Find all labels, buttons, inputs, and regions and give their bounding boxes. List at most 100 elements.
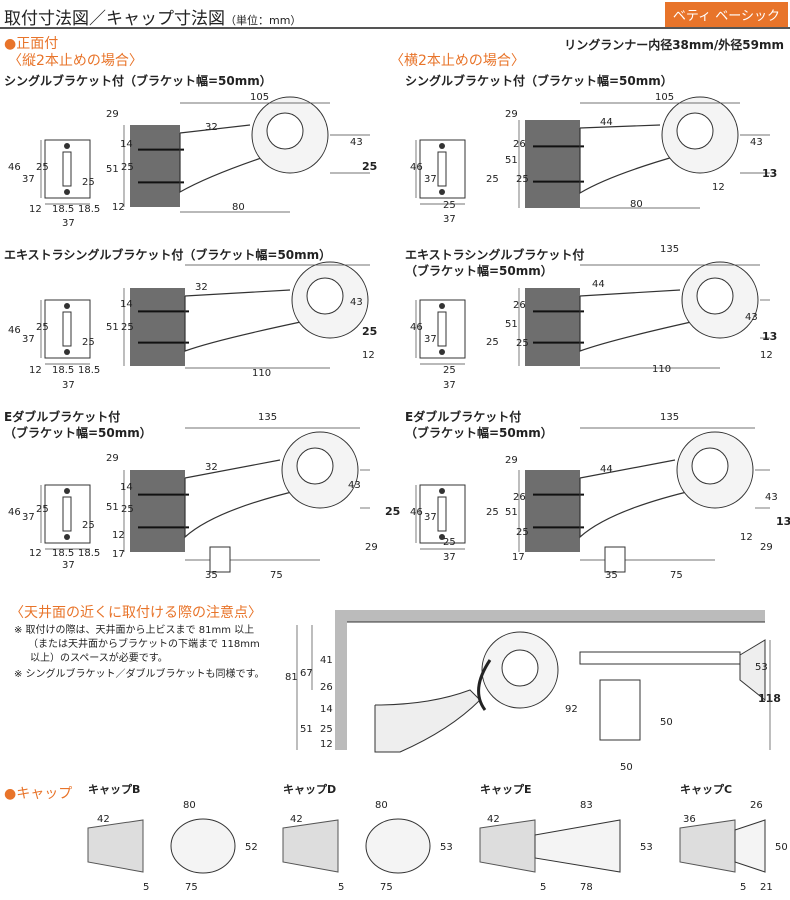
rod-end bbox=[479, 819, 536, 873]
ceiling-note-1: ※ 取付けの際は、天井面から上ビスまで 81mm 以上 bbox=[14, 625, 255, 636]
dimension-label: 25 bbox=[320, 724, 333, 735]
dimension-label: 37 bbox=[62, 218, 75, 229]
double-bracket-clip bbox=[604, 546, 626, 573]
dimension-label: 29 bbox=[365, 542, 378, 553]
dimension-label: 80 bbox=[183, 800, 196, 811]
panel-title: シングルブラケット付（ブラケット幅=50mm） bbox=[405, 74, 673, 88]
panel-title: Eダブルブラケット付 bbox=[4, 410, 121, 424]
page-title: 取付寸法図／キャップ寸法図（単位：mm） bbox=[4, 4, 301, 29]
wall-block bbox=[130, 125, 180, 207]
dimension-label: 43 bbox=[348, 480, 361, 491]
dimension-label: 75 bbox=[670, 570, 683, 581]
dimension-label: 46 bbox=[410, 507, 423, 518]
wall-block bbox=[130, 470, 185, 552]
dimension-label: 50 bbox=[775, 842, 788, 853]
dimension-label: 75 bbox=[185, 882, 198, 893]
dimension-label: 83 bbox=[580, 800, 593, 811]
dimension-label: 67 bbox=[300, 668, 313, 679]
dimension-label: 25 bbox=[36, 162, 49, 173]
dimension-label: 25 bbox=[443, 537, 456, 548]
dimension-label: 118 bbox=[758, 692, 781, 705]
dimension-label: 25 bbox=[121, 322, 134, 333]
dimension-label: 81 bbox=[285, 672, 298, 683]
dimension-label: 32 bbox=[205, 122, 218, 133]
dimension-label: 12 bbox=[112, 202, 125, 213]
dimension-label: 5 bbox=[540, 882, 546, 893]
dimension-label: 25 bbox=[516, 338, 529, 349]
bracket-arm bbox=[579, 124, 681, 195]
dimension-label: 37 bbox=[62, 560, 75, 571]
dimension-label: 37 bbox=[443, 214, 456, 225]
screw-hole-icon bbox=[64, 303, 70, 309]
dimension-label: 43 bbox=[745, 312, 758, 323]
screw-hole-icon bbox=[64, 349, 70, 355]
wall-block bbox=[525, 120, 580, 208]
dimension-label: 18.5 bbox=[78, 204, 100, 215]
panel-title: （ブラケット幅=50mm） bbox=[405, 426, 553, 440]
ceiling-heading: 〈天井面の近くに取付ける際の注意点〉 bbox=[10, 605, 262, 621]
dimension-label: 25 bbox=[516, 174, 529, 185]
dimension-label: 26 bbox=[513, 492, 526, 503]
dimension-label: 12 bbox=[760, 350, 773, 361]
dimension-label: 135 bbox=[660, 412, 679, 423]
cap-shape bbox=[170, 818, 236, 874]
dimension-label: 37 bbox=[443, 380, 456, 391]
dimension-label: 37 bbox=[62, 380, 75, 391]
dimension-label: 51 bbox=[106, 322, 119, 333]
dimension-label: 80 bbox=[375, 800, 388, 811]
ceiling-note-3: 以上）のスペースが必要です。 bbox=[30, 653, 168, 664]
screw-hole-icon bbox=[64, 189, 70, 195]
dimension-label: 53 bbox=[440, 842, 453, 853]
screw-hole-icon bbox=[439, 349, 445, 355]
dimension-label: 32 bbox=[205, 462, 218, 473]
dimension-label: 37 bbox=[443, 552, 456, 563]
screw-hole-icon bbox=[64, 143, 70, 149]
product-badge: ベティ ベーシック bbox=[664, 2, 788, 27]
dimension-label: 53 bbox=[640, 842, 653, 853]
dimension-label: 37 bbox=[424, 512, 437, 523]
dimension-label: 26 bbox=[750, 800, 763, 811]
curtain-rod bbox=[306, 277, 344, 315]
dimension-label: 50 bbox=[660, 717, 673, 728]
dimension-label: 25 bbox=[36, 504, 49, 515]
front-mount-heading: ●正面付 bbox=[4, 36, 59, 52]
horizontal-subheading: 〈横2本止めの場合〉 bbox=[390, 53, 525, 69]
dimension-label: 25 bbox=[362, 160, 377, 173]
dimension-label: 105 bbox=[250, 92, 269, 103]
dimension-label: 75 bbox=[270, 570, 283, 581]
bracket-arm bbox=[184, 289, 311, 352]
panel-title: （ブラケット幅=50mm） bbox=[4, 426, 152, 440]
dimension-label: 29 bbox=[106, 109, 119, 120]
dimension-label: 37 bbox=[22, 174, 35, 185]
dimension-label: 51 bbox=[106, 502, 119, 513]
curtain-rod bbox=[691, 447, 729, 485]
dimension-label: 37 bbox=[22, 334, 35, 345]
dimension-label: 25 bbox=[121, 504, 134, 515]
dimension-label: 25 bbox=[443, 200, 456, 211]
dimension-label: 12 bbox=[320, 739, 333, 750]
dimension-label: 80 bbox=[630, 199, 643, 210]
dimension-label: 50 bbox=[620, 762, 633, 773]
unit-label: （単位：mm） bbox=[225, 14, 302, 27]
screw-hole-icon bbox=[439, 143, 445, 149]
dimension-label: 46 bbox=[8, 162, 21, 173]
panel-title: エキストラシングルブラケット付（ブラケット幅=50mm） bbox=[4, 248, 332, 262]
rod-end bbox=[87, 819, 144, 873]
wall-block bbox=[525, 470, 580, 552]
plate-slot bbox=[437, 311, 447, 347]
curtain-rod bbox=[676, 112, 714, 150]
dimension-label: 42 bbox=[97, 814, 110, 825]
dimension-label: 25 bbox=[82, 337, 95, 348]
ceiling-note-4: ※ シングルブラケット／ダブルブラケットも同様です。 bbox=[14, 669, 265, 680]
caps-heading: ●キャップ bbox=[4, 786, 73, 802]
dimension-label: 17 bbox=[112, 549, 125, 560]
dimension-label: 110 bbox=[252, 368, 271, 379]
cap-title: キャップD bbox=[283, 782, 336, 796]
dimension-label: 18.5 bbox=[78, 548, 100, 559]
plate-slot bbox=[62, 311, 72, 347]
dimension-label: 25 bbox=[516, 527, 529, 538]
dimension-label: 26 bbox=[513, 300, 526, 311]
plate-slot bbox=[62, 496, 72, 532]
dimension-label: 37 bbox=[424, 174, 437, 185]
